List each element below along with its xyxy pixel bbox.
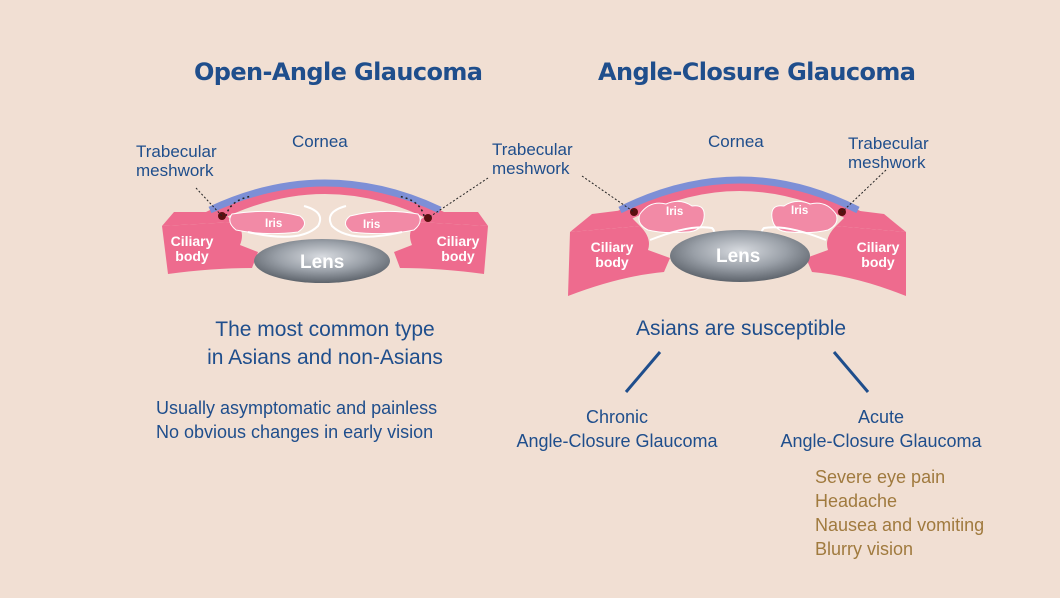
open-iris-right (345, 210, 421, 235)
open-iris-left (229, 210, 305, 235)
closure-iris-right (771, 200, 838, 234)
acute-symptoms-list: Severe eye pain Headache Nausea and vomi… (815, 465, 984, 561)
open-summary-line1: The most common type (215, 318, 435, 341)
open-detail-line2: No obvious changes in early vision (156, 422, 434, 442)
closure-meshwork-dot-left (630, 208, 638, 216)
closure-cornea-blue (618, 176, 860, 214)
open-angle-title: Open-Angle Glaucoma (194, 58, 483, 86)
symptom-item: Headache (815, 491, 898, 511)
closure-iris-label-left: Iris (666, 206, 684, 218)
closure-trabecular-label-right: Trabecular meshwork (848, 134, 929, 172)
open-ciliary-body-left (162, 222, 258, 274)
closure-ciliary-label-left: Ciliary body (590, 239, 634, 270)
open-trabecular-label-left: Trabecular meshwork (136, 142, 217, 180)
closure-eye-diagram (568, 169, 906, 296)
closure-lens-label: Lens (716, 246, 761, 267)
open-summary: The most common type in Asians and non-A… (160, 316, 490, 372)
open-detail-line1: Usually asymptomatic and painless (156, 398, 438, 418)
chronic-line2: Angle-Closure Glaucoma (516, 431, 718, 451)
closure-title: Angle-Closure Glaucoma (598, 58, 916, 86)
acute-line2: Angle-Closure Glaucoma (780, 431, 982, 451)
open-meshwork-dot-left (218, 212, 226, 220)
open-detail: Usually asymptomatic and painless No obv… (156, 396, 437, 444)
closure-iris-left (638, 200, 705, 234)
open-ciliary-body-right (394, 222, 488, 274)
open-ciliary-label-left: Ciliary body (170, 233, 214, 264)
open-iris-curl-right (328, 205, 403, 238)
closure-ciliary-body-left (568, 226, 670, 296)
open-lens (254, 239, 390, 283)
chronic-block: Chronic Angle-Closure Glaucoma (494, 405, 740, 453)
closure-cornea-label: Cornea (708, 132, 764, 151)
acute-line1: Acute (857, 407, 905, 427)
branch-line-chronic (624, 351, 662, 393)
open-iris-label-left: Iris (265, 218, 283, 230)
open-flow-dotted-left (225, 195, 253, 217)
symptom-item: Nausea and vomiting (815, 515, 985, 535)
closure-ciliary-body-right (806, 226, 906, 296)
symptom-item: Severe eye pain (815, 467, 946, 487)
closure-lens (670, 230, 810, 282)
acute-block: Acute Angle-Closure Glaucoma (758, 405, 1004, 453)
closure-leader-left (581, 175, 635, 213)
branch-line-acute (832, 351, 870, 393)
chronic-line1: Chronic (585, 407, 649, 427)
open-cornea-label: Cornea (292, 132, 348, 151)
closure-iris-label-right: Iris (791, 205, 809, 217)
open-leader-right (427, 177, 489, 219)
open-iris-label-right: Iris (363, 219, 381, 231)
open-iris-curl-left (247, 205, 322, 238)
open-cornea-blue (208, 179, 442, 214)
open-lens-label: Lens (300, 252, 345, 273)
open-angle-eye-diagram (162, 177, 489, 283)
closure-summary: Asians are susceptible (635, 317, 847, 340)
open-trabecular-label-right: Trabecular meshwork (492, 140, 573, 178)
open-ciliary-label-right: Ciliary body (436, 233, 480, 264)
open-flow-dotted-right (397, 195, 425, 217)
open-summary-line2: in Asians and non-Asians (207, 346, 443, 369)
symptom-item: Blurry vision (815, 539, 914, 559)
closure-ciliary-label-right: Ciliary body (856, 239, 900, 270)
